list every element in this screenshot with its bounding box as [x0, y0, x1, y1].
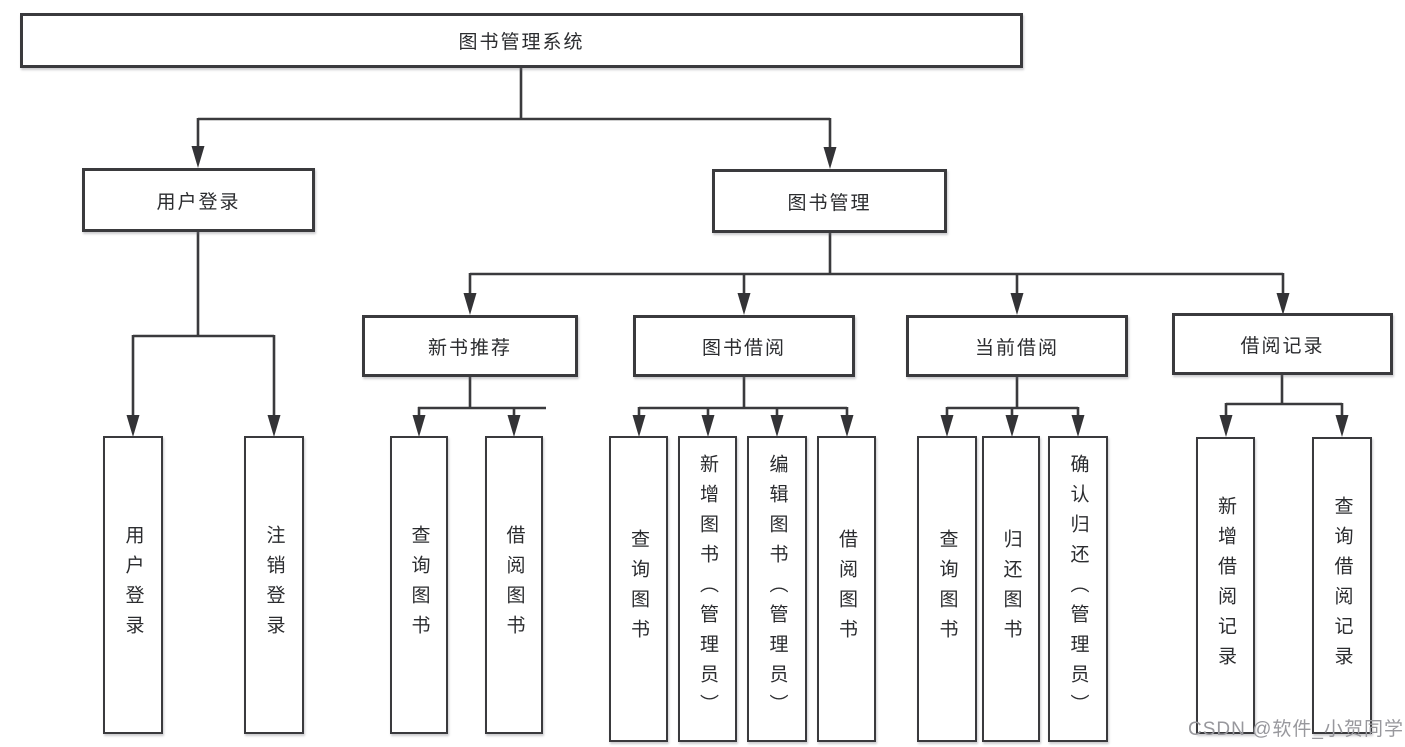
leaf-logout: 注销登录 — [244, 436, 304, 734]
leaf-query-books-recommend: 查询图书 — [390, 436, 448, 734]
leaf-query-books-current: 查询图书 — [917, 436, 977, 742]
connector-bookmgmt-to-level3 — [468, 233, 1285, 294]
connector-newbook-to-leaves — [417, 377, 546, 416]
leaf-add-book-admin: 新增图书（管理员） — [678, 436, 737, 742]
leaf-borrow-books-recommend: 借阅图书 — [485, 436, 543, 734]
leaf-query-books-borrowing: 查询图书 — [609, 436, 668, 742]
node-user-login: 用户登录 — [82, 168, 315, 232]
node-borrow-records: 借阅记录 — [1172, 313, 1393, 375]
connector-records-to-leaves — [1224, 375, 1344, 416]
connector-root-to-level2 — [196, 68, 832, 148]
connector-borrowing-to-leaves — [637, 377, 849, 416]
leaf-confirm-return-admin: 确认归还（管理员） — [1048, 436, 1108, 742]
node-book-management: 图书管理 — [712, 169, 947, 233]
leaf-borrow-books: 借阅图书 — [817, 436, 876, 742]
node-current-borrowing: 当前借阅 — [906, 315, 1128, 377]
node-book-borrowing: 图书借阅 — [633, 315, 855, 377]
leaf-query-borrow-record: 查询借阅记录 — [1312, 437, 1372, 734]
connector-current-to-leaves — [945, 377, 1080, 416]
leaf-user-login: 用户登录 — [103, 436, 163, 734]
connector-userlogin-to-leaves — [131, 232, 276, 416]
watermark: CSDN @软件_小贺同学 — [1188, 719, 1404, 740]
leaf-add-borrow-record: 新增借阅记录 — [1196, 437, 1255, 734]
leaf-edit-book-admin: 编辑图书（管理员） — [747, 436, 807, 742]
node-new-book-recommend: 新书推荐 — [362, 315, 578, 377]
node-library-management-system: 图书管理系统 — [20, 13, 1023, 68]
leaf-return-book: 归还图书 — [982, 436, 1040, 742]
